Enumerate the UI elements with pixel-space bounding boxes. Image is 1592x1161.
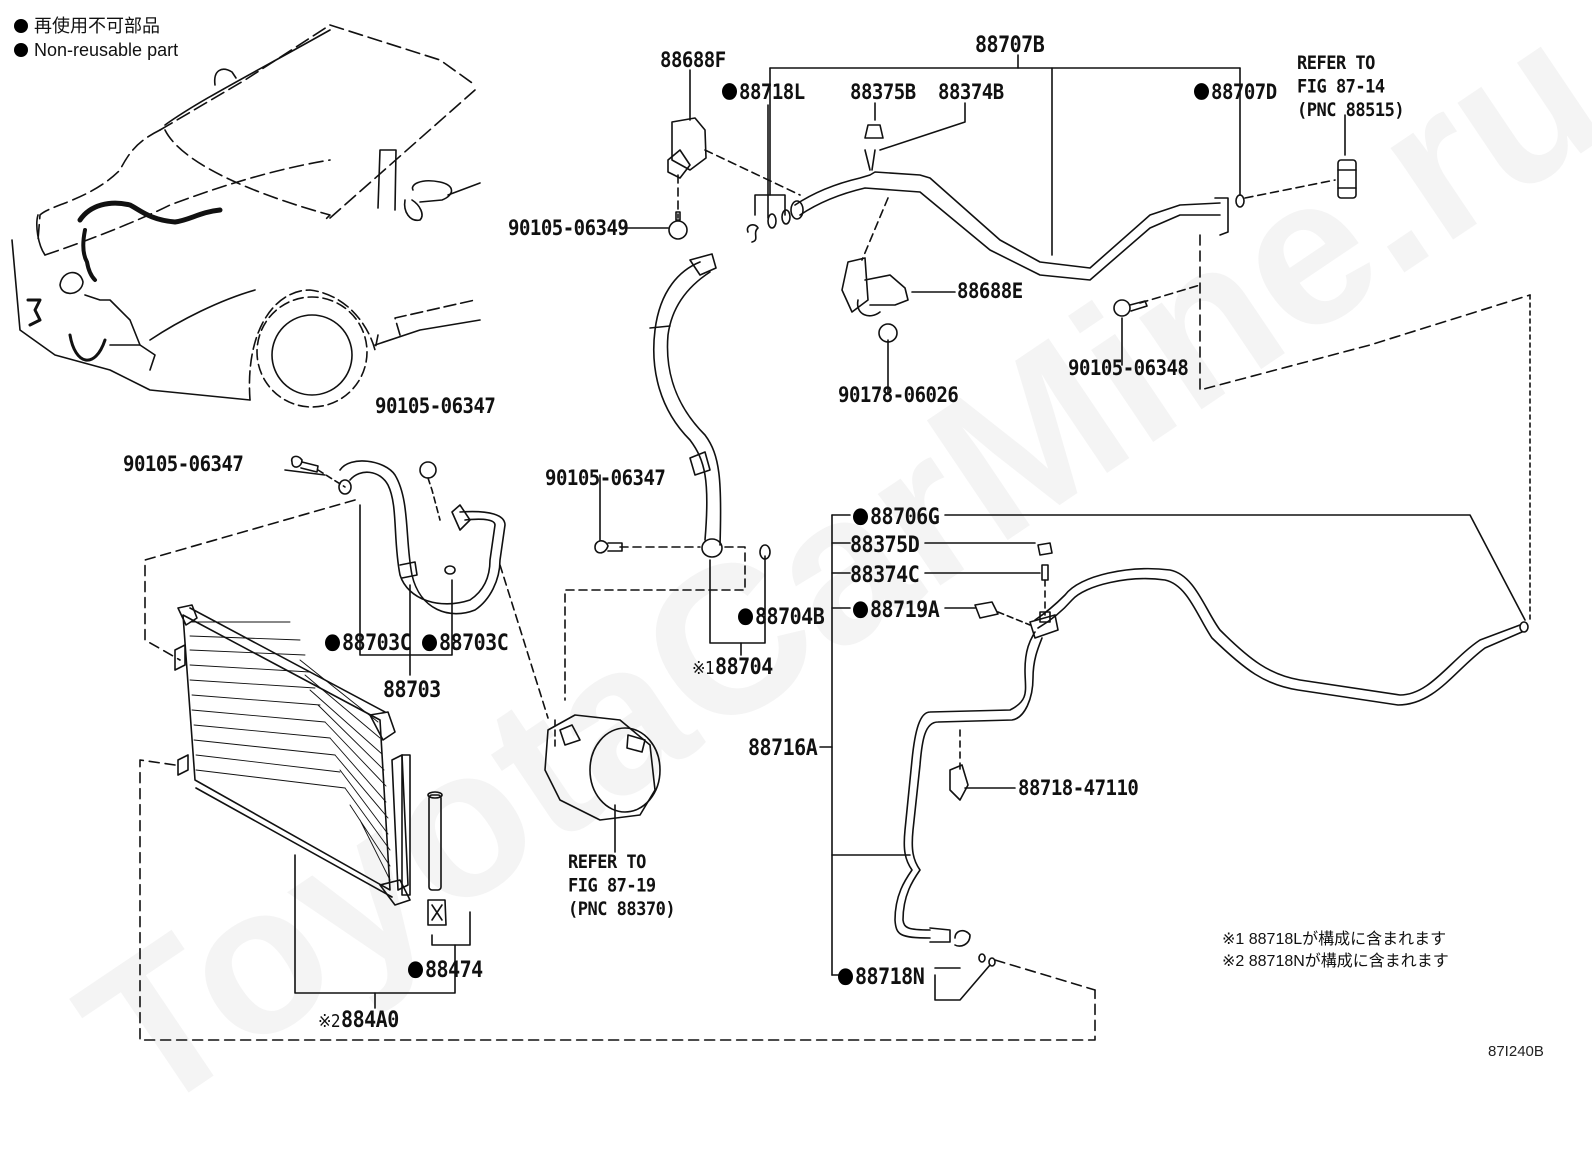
part-number: 90105-06348 (1068, 355, 1189, 381)
part-number: 88374C (850, 560, 920, 588)
connector-fig-87-14 (1244, 114, 1357, 199)
part-label-88688F[interactable]: 88688F (660, 47, 726, 73)
part-label-88718N[interactable]: 88718N (838, 962, 925, 990)
reference-fig-87-19[interactable]: REFER TO FIG 87-19 (PNC 88370) (568, 851, 676, 921)
part-label-88704B[interactable]: 88704B (738, 602, 825, 630)
part-label-88374C[interactable]: 88374C (850, 560, 920, 588)
non-reusable-icon (408, 961, 423, 979)
part-number: 88703C (342, 628, 412, 656)
footnote-marker: ※2 (318, 1010, 341, 1032)
part-number: 88718L (739, 79, 805, 105)
hose-88704 (594, 253, 771, 560)
part-number: 90105-06349 (508, 215, 629, 241)
part-label-88707B[interactable]: 88707B (975, 30, 1045, 58)
legend: 再使用不可部品 Non-reusable part (14, 14, 178, 62)
part-label-90105-06347-upper[interactable]: 90105-06347 (375, 393, 496, 419)
part-number: 88688E (957, 278, 1023, 304)
clamp-88688E (841, 197, 909, 343)
part-number: 88703 (383, 675, 441, 703)
condenser-884A0 (174, 604, 411, 906)
part-number: 88706G (870, 502, 940, 530)
filled-circle-icon (14, 43, 28, 57)
non-reusable-icon (853, 508, 868, 526)
filled-circle-icon (14, 19, 28, 33)
bolt-90105-06348 (1113, 299, 1148, 317)
part-label-88704[interactable]: ※188704 (692, 655, 773, 677)
part-number: 88707D (1211, 79, 1277, 105)
part-number: 88375B (850, 79, 916, 105)
part-label-88374B[interactable]: 88374B (938, 79, 1004, 105)
part-number: 88374B (938, 79, 1004, 105)
parts-diagram: ToyotaCarMine.ru (11, 0, 1592, 1157)
figure-id: 87I240B (1488, 1043, 1544, 1060)
pipe-88707B (790, 124, 1245, 281)
non-reusable-icon (422, 634, 437, 652)
part-number: 884A0 (341, 1005, 399, 1033)
part-number: 88688F (660, 47, 726, 73)
part-label-88718-47110[interactable]: 88718-47110 (1018, 775, 1139, 801)
part-number: 88474 (425, 955, 483, 983)
part-label-88703[interactable]: 88703 (383, 678, 441, 700)
footnote-marker: ※1 (692, 657, 715, 679)
part-label-90178-06026[interactable]: 90178-06026 (838, 382, 959, 408)
diagram-lineart (11, 24, 1531, 1041)
part-label-88706G[interactable]: 88706G (853, 502, 940, 530)
part-label-88474[interactable]: 88474 (408, 958, 483, 980)
part-number: 90105-06347 (545, 465, 666, 491)
pipe-88716A (894, 542, 1529, 967)
part-label-88703C-right[interactable]: 88703C (422, 628, 509, 656)
part-number: 90105-06347 (375, 393, 496, 419)
part-number: 88718-47110 (1018, 775, 1139, 801)
footnote-1: ※1 88718Lが構成に含まれます (1222, 931, 1447, 948)
part-label-88718L[interactable]: 88718L (722, 79, 805, 105)
part-number: 88375D (850, 530, 920, 558)
part-label-90105-06347-mid[interactable]: 90105-06347 (545, 465, 666, 491)
vehicle-location-illustration (11, 24, 481, 408)
part-number: 90178-06026 (838, 382, 959, 408)
part-label-88707D[interactable]: 88707D (1194, 79, 1277, 105)
part-label-88703C-left[interactable]: 88703C (325, 628, 412, 656)
part-label-90105-06347-left[interactable]: 90105-06347 (123, 451, 244, 477)
part-label-88688E[interactable]: 88688E (957, 278, 1023, 304)
part-number: 88707B (975, 30, 1045, 58)
footnote-2: ※2 88718Nが構成に含まれます (1222, 953, 1449, 970)
compressor (544, 714, 661, 821)
dryer-88474 (427, 791, 447, 926)
non-reusable-icon (738, 608, 753, 626)
part-label-88719A[interactable]: 88719A (853, 595, 940, 623)
legend-text-en: Non-reusable part (34, 40, 179, 60)
part-label-88375D[interactable]: 88375D (850, 530, 920, 558)
part-number: 88703C (439, 628, 509, 656)
leader-lines (139, 54, 1531, 1041)
clamp-88688F (667, 117, 801, 240)
part-number: 88704 (715, 652, 773, 680)
part-number: 88718N (855, 962, 925, 990)
legend-item-en: Non-reusable part (14, 38, 178, 62)
non-reusable-icon (1194, 83, 1209, 100)
part-label-88716A[interactable]: 88716A (748, 733, 818, 761)
part-number: 88719A (870, 595, 940, 623)
part-label-88375B[interactable]: 88375B (850, 79, 916, 105)
legend-item-jp: 再使用不可部品 (14, 14, 178, 38)
non-reusable-icon (722, 83, 737, 100)
non-reusable-icon (853, 601, 868, 619)
part-label-884A0[interactable]: ※2884A0 (318, 1008, 399, 1030)
footnotes: ※1 88718Lが構成に含まれます ※2 88718Nが構成に含まれます (1222, 929, 1449, 973)
part-number: 88704B (755, 602, 825, 630)
part-number: 90105-06347 (123, 451, 244, 477)
part-label-90105-06348[interactable]: 90105-06348 (1068, 355, 1189, 381)
non-reusable-icon (838, 968, 853, 986)
part-label-90105-06349[interactable]: 90105-06349 (508, 215, 629, 241)
non-reusable-icon (325, 634, 340, 652)
part-number: 88716A (748, 733, 818, 761)
hose-88703 (290, 455, 506, 615)
reference-fig-87-14[interactable]: REFER TO FIG 87-14 (PNC 88515) (1297, 52, 1405, 122)
legend-text-jp: 再使用不可部品 (34, 16, 160, 36)
o-rings-88718L (746, 209, 791, 243)
